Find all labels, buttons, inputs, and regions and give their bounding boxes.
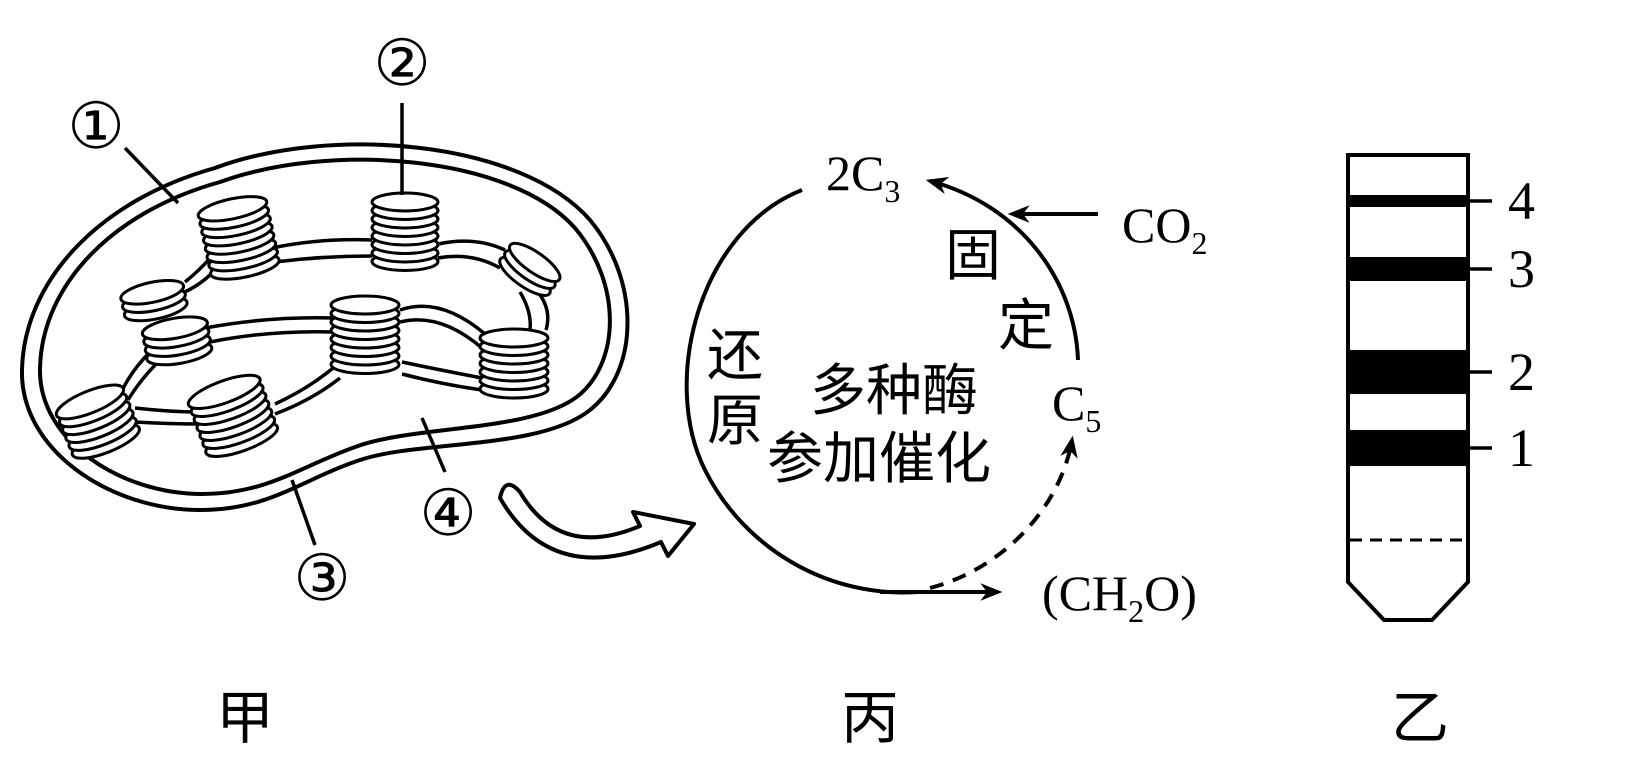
pigment-band-3 bbox=[1348, 257, 1468, 281]
chromatography-strip: 4 3 2 1 乙 bbox=[1346, 153, 1535, 751]
filter-paper-outline bbox=[1346, 153, 1470, 622]
pigment-band-4 bbox=[1348, 195, 1468, 207]
regeneration-arc bbox=[929, 435, 1078, 590]
thylakoid-disc bbox=[140, 315, 209, 342]
reduction-arc bbox=[684, 188, 919, 595]
fixation-label-1: 固 bbox=[945, 226, 1001, 288]
band-label-3: 3 bbox=[1508, 239, 1535, 299]
calvin-cycle-diagram: 2C3 CO2 C5 (CH2O) 固 定 还 原 多种酶 参加催化 丙 bbox=[684, 145, 1207, 751]
chloroplast-outer-membrane bbox=[19, 142, 630, 513]
marker-4: ④ bbox=[419, 477, 476, 551]
marker-3: ③ bbox=[293, 542, 350, 616]
band-label-1: 1 bbox=[1508, 418, 1535, 478]
reduction-label-1: 还 bbox=[707, 326, 763, 388]
thylakoid-disc bbox=[196, 195, 269, 223]
pigment-band-1 bbox=[1348, 430, 1468, 466]
band-label-4: 4 bbox=[1508, 171, 1535, 231]
ch2o-label: (CH2O) bbox=[1042, 565, 1197, 629]
co2-label: CO2 bbox=[1122, 197, 1207, 261]
fixation-arc bbox=[925, 177, 1080, 361]
band-label-2: 2 bbox=[1508, 342, 1535, 402]
granum-6 bbox=[329, 294, 401, 375]
granum-2 bbox=[370, 191, 440, 272]
caption-yi: 乙 bbox=[1391, 686, 1449, 751]
caption-bing: 丙 bbox=[841, 686, 899, 751]
marker-2: ② bbox=[373, 27, 430, 101]
thylakoid-disc bbox=[508, 241, 562, 283]
chloroplast-inner-membrane bbox=[37, 157, 612, 497]
granum-8 bbox=[54, 383, 141, 460]
pigment-band-2 bbox=[1348, 350, 1468, 394]
grana-group bbox=[54, 191, 562, 460]
caption-jia: 甲 bbox=[216, 686, 274, 751]
thylakoid-disc bbox=[119, 278, 186, 306]
granum-9 bbox=[186, 373, 280, 458]
fixation-label-2: 定 bbox=[998, 296, 1054, 358]
chloroplast-diagram: ① ② ③ ④ 甲 bbox=[19, 27, 630, 751]
granum-4 bbox=[119, 278, 189, 323]
c3-label: 2C3 bbox=[826, 145, 900, 209]
granum-3 bbox=[498, 241, 562, 297]
stroma-lamellae bbox=[118, 237, 550, 426]
enzyme-label-1: 多种酶 bbox=[810, 361, 978, 423]
thylakoid-disc bbox=[186, 373, 262, 411]
granum-1 bbox=[196, 195, 281, 281]
thylakoid-disc bbox=[478, 327, 550, 349]
granum-7 bbox=[478, 327, 550, 400]
reduction-label-2: 原 bbox=[707, 391, 763, 453]
leader-lines bbox=[123, 103, 447, 546]
marker-1: ① bbox=[67, 90, 124, 164]
thylakoid-disc bbox=[329, 294, 401, 316]
transfer-arrow bbox=[498, 482, 696, 560]
c5-label: C5 bbox=[1052, 375, 1101, 439]
enzyme-label-2: 参加催化 bbox=[767, 429, 991, 491]
granum-5 bbox=[140, 315, 214, 367]
thylakoid-disc bbox=[54, 383, 126, 421]
thylakoid-disc bbox=[370, 191, 440, 213]
